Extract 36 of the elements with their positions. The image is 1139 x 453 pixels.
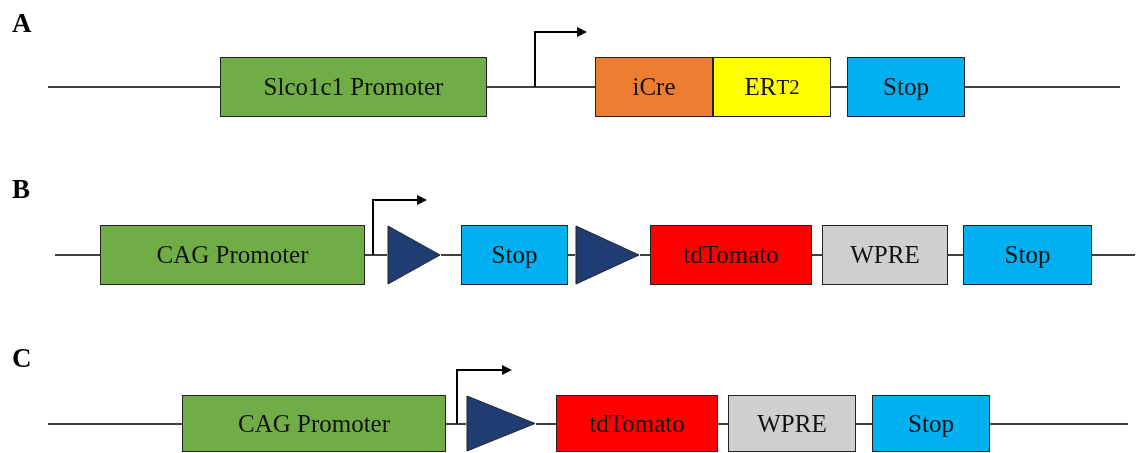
dna-line <box>947 254 964 256</box>
triangle-marker <box>575 225 640 285</box>
dna-line <box>639 254 651 256</box>
dna-line <box>989 423 1129 425</box>
dna-line <box>1091 254 1136 256</box>
dna-line <box>717 423 729 425</box>
panel-letter: C <box>12 343 32 374</box>
dna-line <box>364 254 388 256</box>
triangle-marker <box>466 395 536 452</box>
gene-element-box: Stop <box>872 395 990 452</box>
dna-line <box>445 423 467 425</box>
gene-element-box: Slco1c1 Promoter <box>220 57 487 117</box>
dna-line <box>47 423 183 425</box>
gene-element-box: CAG Promoter <box>182 395 446 452</box>
panel-letter: B <box>12 174 30 205</box>
gene-element-box: tdTomato <box>650 225 812 285</box>
dna-line <box>535 423 557 425</box>
gene-element-box: Stop <box>461 225 568 285</box>
gene-element-box: WPRE <box>822 225 948 285</box>
gene-element-box: WPRE <box>728 395 856 452</box>
panel-letter: A <box>12 8 32 39</box>
gene-element-box: CAG Promoter <box>100 225 365 285</box>
dna-line <box>47 86 221 88</box>
dna-line <box>811 254 823 256</box>
dna-line <box>567 254 576 256</box>
dna-line <box>964 86 1121 88</box>
gene-element-box: tdTomato <box>556 395 718 452</box>
gene-element-box: Stop <box>963 225 1092 285</box>
gene-element-box: iCre <box>595 57 713 117</box>
dna-line <box>486 86 596 88</box>
dna-line <box>440 254 462 256</box>
dna-line <box>830 86 848 88</box>
dna-line <box>54 254 101 256</box>
triangle-marker <box>387 225 441 285</box>
dna-line <box>855 423 873 425</box>
gene-element-box: Stop <box>847 57 965 117</box>
